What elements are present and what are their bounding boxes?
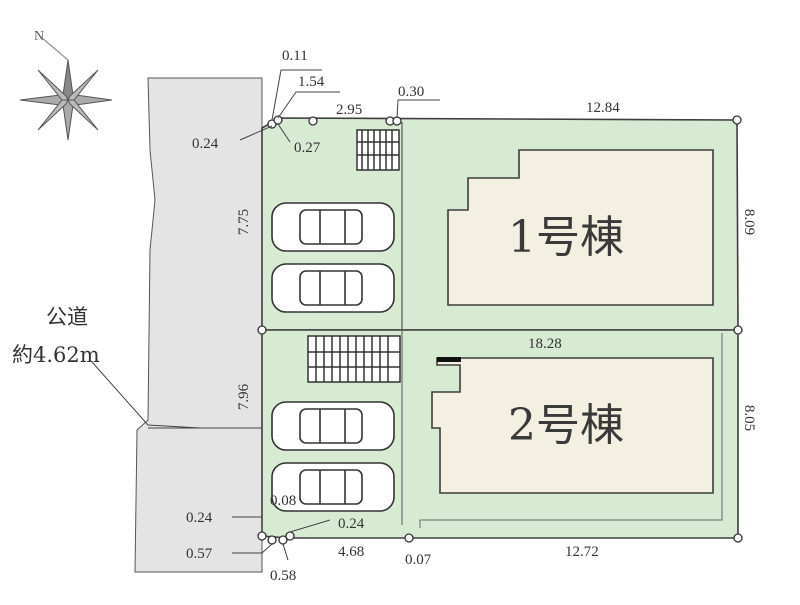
dim-bot-0-07: 0.07 bbox=[405, 552, 432, 568]
dim-bot-0-57: 0.57 bbox=[186, 546, 213, 562]
dim-top-0-11: 0.11 bbox=[282, 48, 308, 64]
dim-right-8-05: 8.05 bbox=[741, 405, 757, 431]
dim-bot-4-68: 4.68 bbox=[338, 544, 364, 560]
building-2-label: 2号棟 bbox=[508, 400, 624, 451]
building-2 bbox=[431, 357, 714, 494]
dim-bot-12-72: 12.72 bbox=[565, 544, 599, 560]
building-1-label: 1号棟 bbox=[508, 212, 624, 263]
dimension-leader-lines bbox=[91, 69, 440, 561]
dim-bot-0-08: 0.08 bbox=[270, 493, 296, 509]
road-width-label: 約4.62m bbox=[12, 343, 100, 367]
dim-top-12-84: 12.84 bbox=[586, 100, 620, 116]
car-icon bbox=[271, 401, 395, 451]
dim-top-0-30: 0.30 bbox=[398, 84, 424, 100]
dim-top-1-54: 1.54 bbox=[298, 74, 325, 90]
boundary-markers bbox=[257, 115, 743, 545]
stairs-1 bbox=[356, 129, 400, 171]
lot-2-inner-boundary bbox=[419, 333, 723, 528]
public-road-area bbox=[134, 77, 263, 573]
dim-bot-0-24b: 0.24 bbox=[338, 516, 365, 532]
dim-left-7-96: 7.96 bbox=[236, 383, 252, 410]
road-label: 公道 bbox=[46, 305, 88, 329]
dim-right-8-09: 8.09 bbox=[741, 209, 757, 235]
car-icon bbox=[271, 263, 395, 313]
north-arrow-compass-icon: N bbox=[19, 29, 113, 141]
dim-top-0-24: 0.24 bbox=[192, 136, 219, 152]
building-1 bbox=[447, 149, 714, 306]
dim-left-7-75: 7.75 bbox=[236, 209, 252, 235]
compass-label: N bbox=[34, 29, 44, 44]
car-icon bbox=[271, 462, 395, 512]
dim-bot-0-24a: 0.24 bbox=[186, 510, 213, 526]
dim-top-2-95: 2.95 bbox=[336, 102, 362, 118]
stairs-2 bbox=[307, 335, 401, 383]
dim-mid-18-28: 18.28 bbox=[528, 336, 562, 352]
car-icon bbox=[271, 202, 395, 252]
dim-top-0-27: 0.27 bbox=[294, 140, 321, 156]
dim-bot-0-58: 0.58 bbox=[270, 568, 296, 584]
building-2-entry-mark bbox=[437, 357, 461, 362]
